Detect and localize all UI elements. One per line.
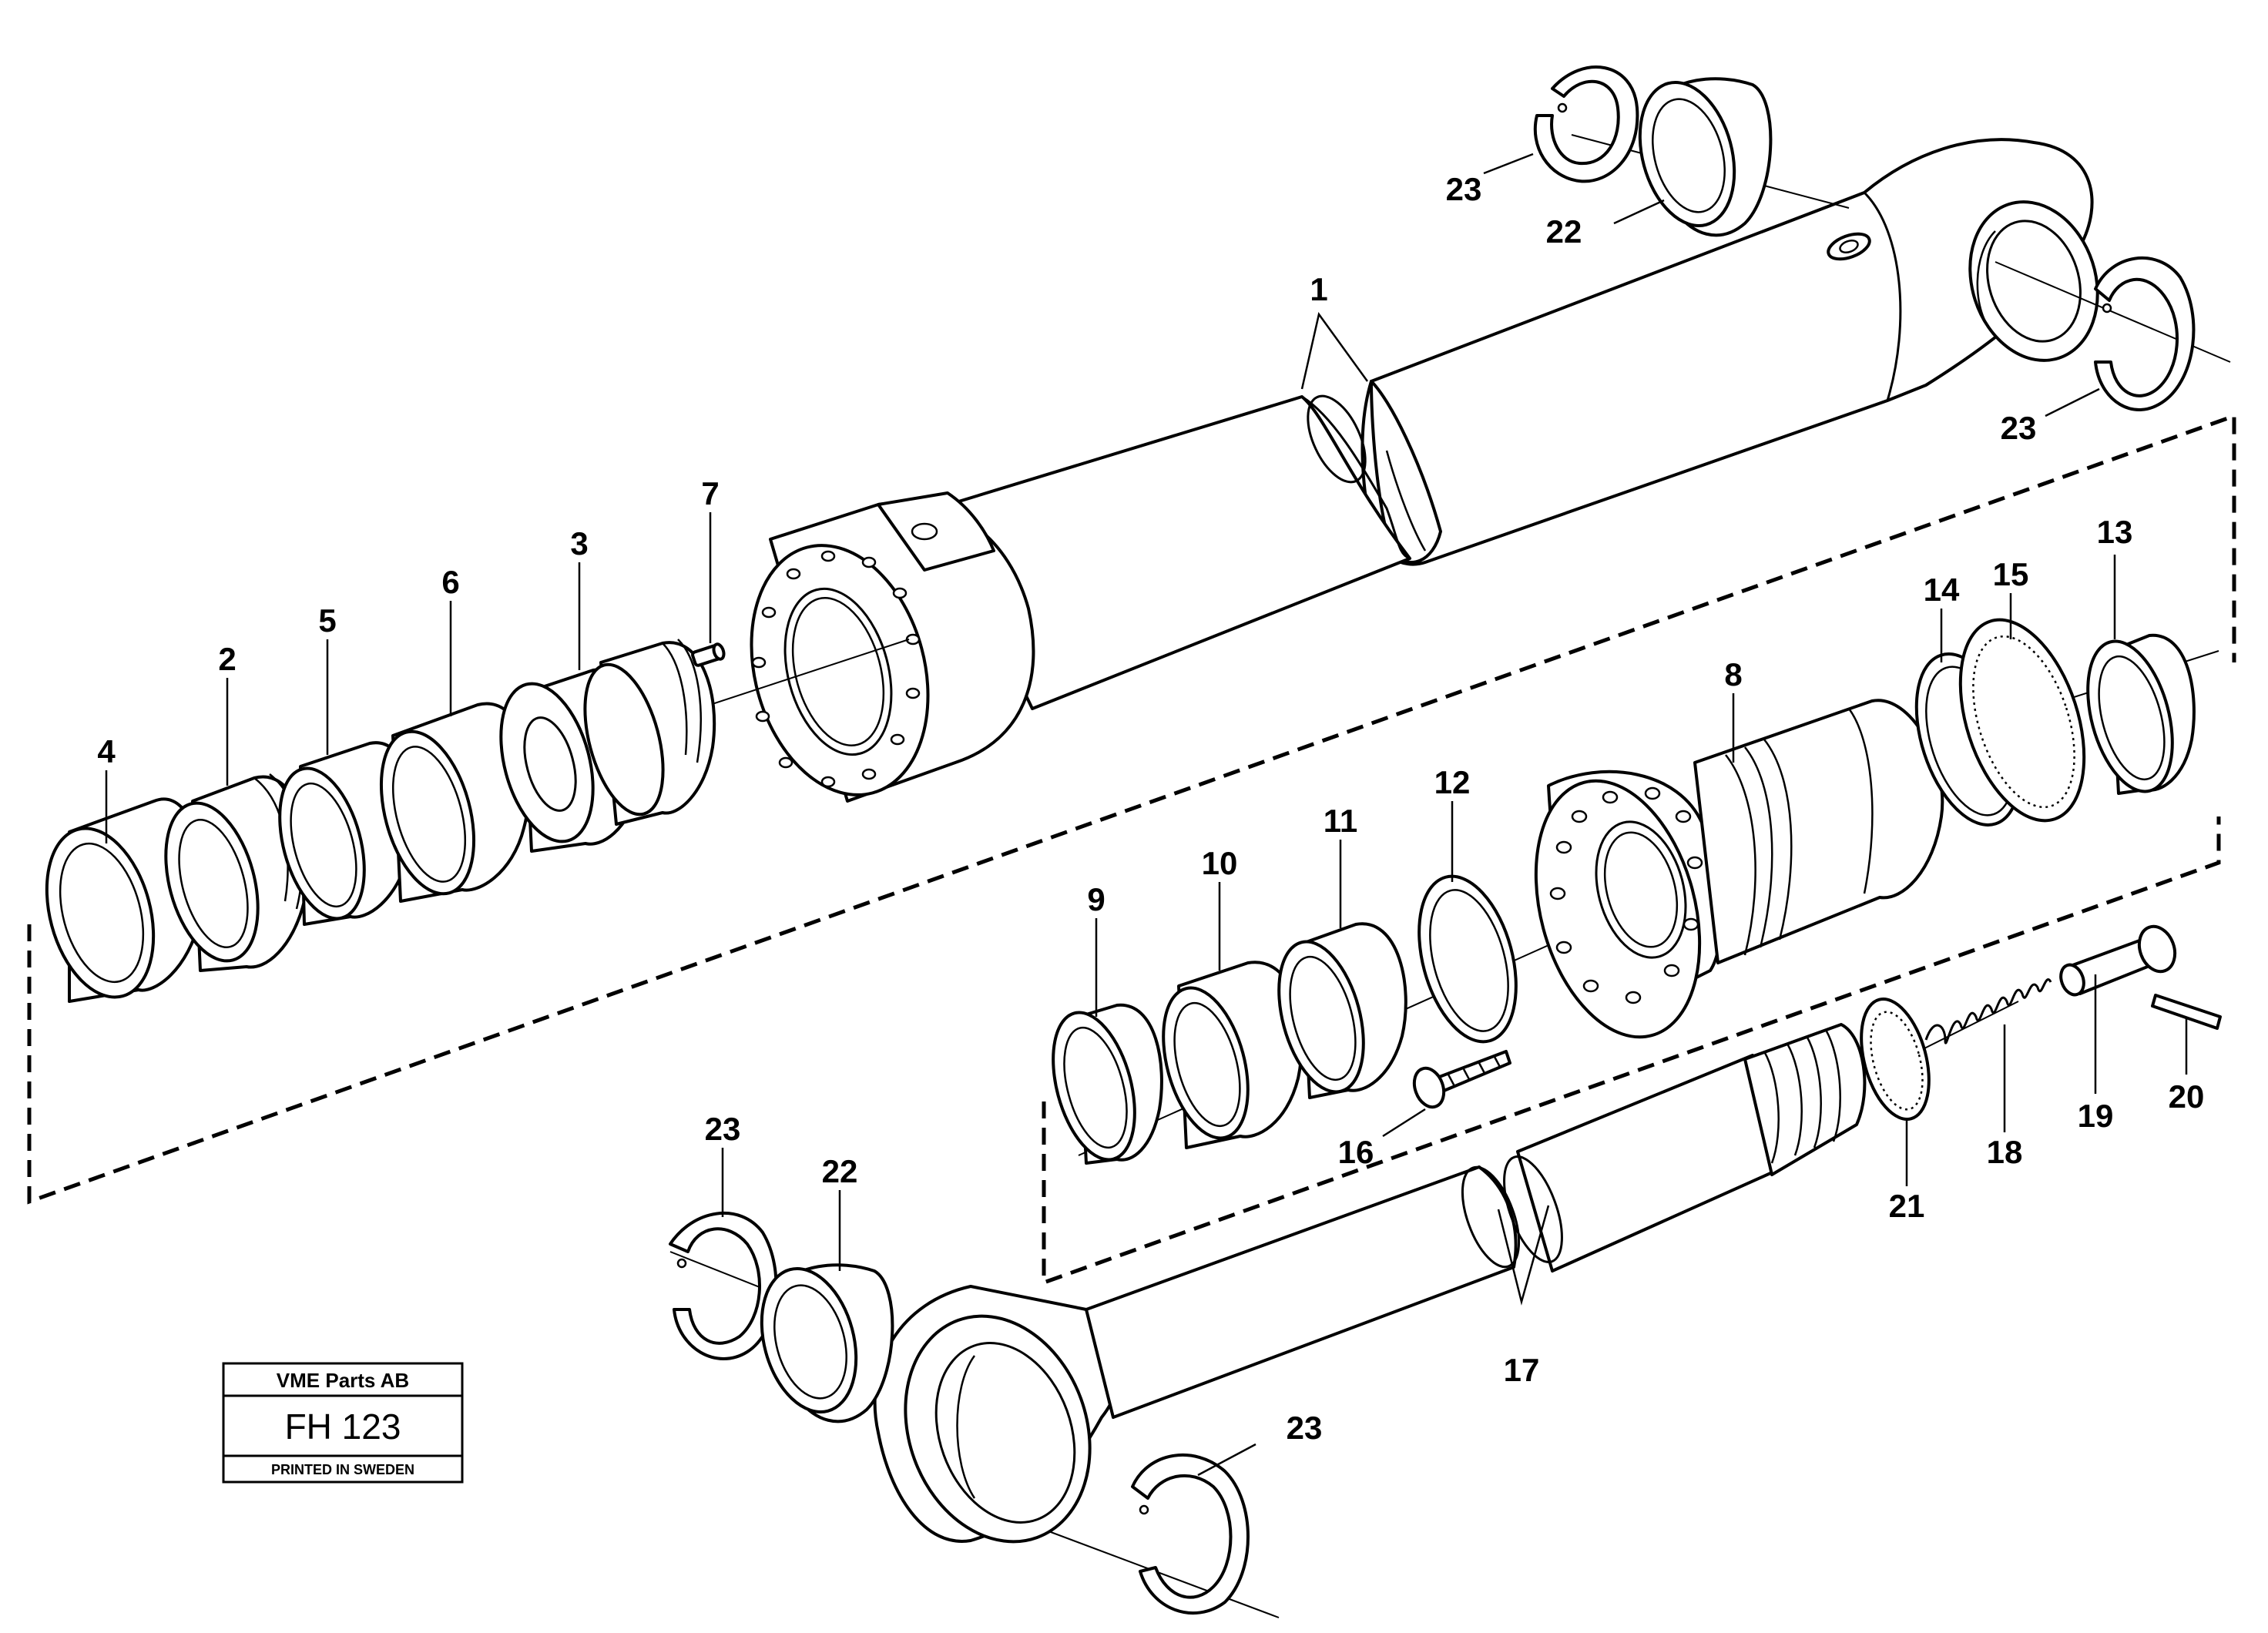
- part-6-bushing: [379, 702, 532, 903]
- callout-14: 14: [1924, 572, 1960, 608]
- part-15-backup-ring: [1958, 618, 2086, 823]
- callout-leader-lines: [105, 153, 2188, 1477]
- part-13-guide-band: [2086, 633, 2196, 795]
- callout-3: 3: [570, 525, 588, 562]
- callout-13: 13: [2097, 514, 2133, 550]
- callout-4: 4: [97, 733, 116, 770]
- part-23-snap-ring-top-left: [1533, 65, 1639, 183]
- callout-6: 6: [441, 564, 459, 600]
- callout-15: 15: [1993, 556, 2029, 592]
- callout-5: 5: [318, 602, 336, 639]
- part-16-cap-screw: [1412, 1050, 1511, 1109]
- part-23-snap-ring-top-right: [2094, 257, 2196, 411]
- callout-2: 2: [218, 641, 236, 677]
- part-22-bearing-bottom: [760, 1263, 894, 1423]
- part-18-spring: [1924, 978, 2052, 1045]
- callout-1: 1: [1310, 271, 1327, 307]
- part-3-piston-nut: [583, 639, 716, 826]
- part-9-wiper: [1052, 1003, 1163, 1165]
- callout-20: 20: [2169, 1078, 2205, 1115]
- head-bolt-holes: [1549, 786, 1703, 1004]
- callout-23-top-left: 23: [1446, 171, 1482, 207]
- flange-bolt-holes: [751, 550, 921, 788]
- title-block-company: VME Parts AB: [277, 1369, 409, 1392]
- part-19-valve-pin: [2059, 924, 2177, 997]
- dashed-grouping-lines: [27, 413, 2236, 1286]
- part-21-washer: [1860, 998, 1931, 1121]
- cylinder-barrel: [750, 138, 2099, 803]
- callout-18: 18: [1987, 1134, 2023, 1170]
- part-11-seal: [1277, 922, 1407, 1099]
- callout-9: 9: [1087, 881, 1105, 917]
- callout-19: 19: [2078, 1098, 2114, 1134]
- callout-22-bottom: 22: [822, 1153, 858, 1189]
- title-block-drawing-code: FH 123: [285, 1407, 401, 1447]
- part-22-bearing-top: [1638, 77, 1773, 237]
- callout-12: 12: [1434, 764, 1471, 800]
- part-23-snap-ring-bottom-right: [1131, 1454, 1250, 1615]
- part-17-piston-rod: [873, 1023, 1867, 1544]
- title-block: VME Parts AB FH 123 PRINTED IN SWEDEN: [222, 1362, 464, 1484]
- part-20-split-pin: [2151, 994, 2222, 1030]
- part-12-backup-ring: [1418, 874, 1518, 1044]
- callout-7: 7: [701, 475, 719, 511]
- part-7-set-screw: [691, 642, 726, 667]
- callout-17: 17: [1504, 1352, 1540, 1388]
- callout-23-bottom-left: 23: [705, 1111, 741, 1147]
- callout-labels: 1 2 3 4 5 6 7 8 9 10 11 12 13 14 15 16 1…: [97, 171, 2204, 1446]
- title-block-printed: PRINTED IN SWEDEN: [271, 1462, 414, 1477]
- callout-11: 11: [1324, 803, 1357, 839]
- callout-23-top-right: 23: [2001, 410, 2037, 446]
- callout-10: 10: [1202, 845, 1238, 881]
- callout-22-top: 22: [1546, 213, 1582, 250]
- part-23-snap-ring-bottom-left: [669, 1212, 778, 1360]
- callout-8: 8: [1724, 656, 1742, 692]
- part-10-bushing: [1162, 961, 1303, 1149]
- callout-21: 21: [1889, 1188, 1925, 1224]
- part-8-cylinder-head: [1534, 699, 1944, 1039]
- callout-23-bottom-right: 23: [1287, 1410, 1323, 1446]
- callout-16: 16: [1338, 1134, 1374, 1170]
